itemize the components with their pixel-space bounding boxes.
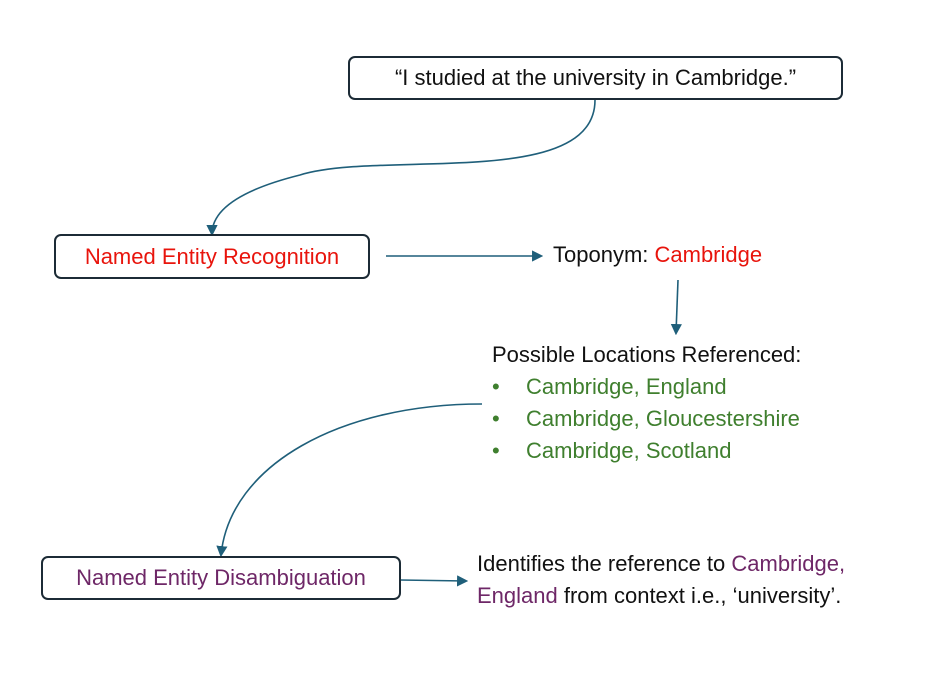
result-line-1: Identifies the reference to Cambridge, <box>477 551 845 577</box>
quote-text: “I studied at the university in Cambridg… <box>394 65 797 90</box>
result-highlight-1: Cambridge, <box>731 551 846 576</box>
location-label: Cambridge, Gloucestershire <box>526 406 800 431</box>
ned-label: Named Entity Disambiguation <box>76 565 366 590</box>
location-item: • Cambridge, Gloucestershire <box>492 403 800 435</box>
bullet: • <box>492 406 500 431</box>
locations-heading: Possible Locations Referenced: <box>492 342 802 367</box>
bullet: • <box>492 374 500 399</box>
arrow-toponym-to-locations <box>670 279 682 336</box>
location-label: Cambridge, England <box>526 374 727 399</box>
arrow-locations-to-ned <box>216 403 483 558</box>
arrow-quote-to-ner <box>206 99 596 237</box>
ner-box: Named Entity Recognition <box>54 234 370 279</box>
ned-box: Named Entity Disambiguation <box>41 556 401 600</box>
result-line-2: England from context i.e., ‘university’. <box>477 583 841 609</box>
result-prefix: Identifies the reference to <box>477 551 732 576</box>
quote-box: “I studied at the university in Cambridg… <box>348 56 843 100</box>
toponym-value: Cambridge <box>654 242 763 267</box>
toponym-line: Toponym: Cambridge <box>553 242 762 268</box>
locations-list: • Cambridge, England • Cambridge, Gloucest… <box>492 371 800 467</box>
result-highlight-2: England <box>477 583 558 608</box>
arrow-ned-to-result <box>399 575 469 587</box>
location-item: • Cambridge, Scotland <box>492 435 800 467</box>
location-label: Cambridge, Scotland <box>526 438 732 463</box>
toponym-prefix: Toponym: <box>553 242 655 267</box>
ner-label: Named Entity Recognition <box>84 243 340 269</box>
result-suffix: from context i.e., ‘university’. <box>557 583 842 608</box>
location-item: • Cambridge, England <box>492 371 800 403</box>
bullet: • <box>492 438 500 463</box>
